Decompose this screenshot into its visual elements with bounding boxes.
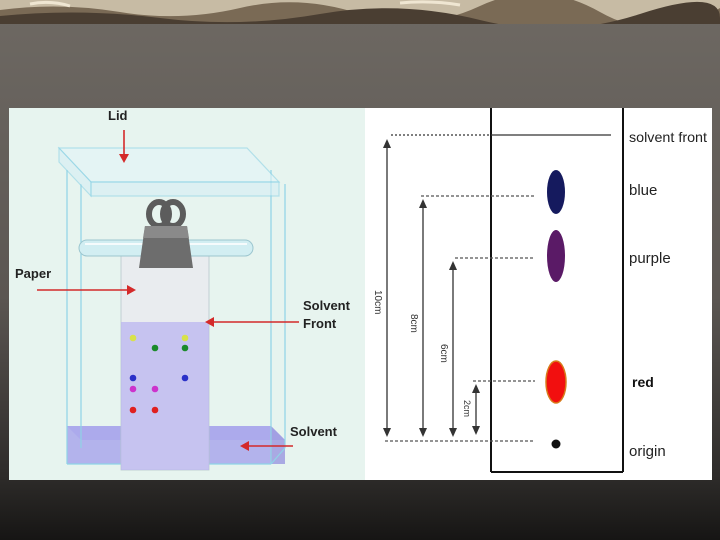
chromatogram-spots (545, 170, 567, 449)
distance-6cm: 6cm (438, 344, 449, 363)
paper-spots (129, 334, 189, 414)
binder-clip-icon (139, 199, 193, 268)
origin-label: origin (629, 443, 666, 460)
tank-lid (57, 146, 281, 198)
distance-2cm: 2cm (462, 400, 472, 417)
paper-strip (120, 253, 210, 471)
distance-arrows (383, 139, 480, 437)
chromatogram-paper (490, 108, 624, 473)
apparatus-diagram: Lid Paper Solvent Front Solvent (9, 108, 365, 480)
distance-10cm: 10cm (372, 290, 383, 314)
apparatus-svg: Lid Paper Solvent Front Solvent (15, 108, 351, 471)
lid-label: Lid (108, 108, 128, 123)
pointer-arrows (37, 130, 299, 451)
chromatogram-diagram: 10cm 8cm 6cm 2cm solvent front blue purp… (365, 108, 712, 480)
paper-label: Paper (15, 266, 51, 281)
solvent-front-label-line1: Solvent (303, 298, 351, 313)
solvent-front-label-line2: Front (303, 316, 337, 331)
blue-label: blue (629, 182, 657, 199)
red-label: red (632, 374, 654, 390)
solvent-label: Solvent (290, 424, 338, 439)
distance-8cm: 8cm (408, 314, 419, 333)
purple-spot (547, 230, 565, 282)
origin-spot (551, 439, 561, 449)
red-spot (545, 360, 567, 404)
reference-lines (385, 195, 535, 442)
solvent-front-label: solvent front (629, 129, 707, 145)
decorative-top-strip (0, 0, 720, 24)
blue-spot (547, 170, 565, 214)
chromatogram-svg: 10cm 8cm 6cm 2cm solvent front blue purp… (372, 108, 707, 473)
purple-label: purple (629, 250, 671, 267)
